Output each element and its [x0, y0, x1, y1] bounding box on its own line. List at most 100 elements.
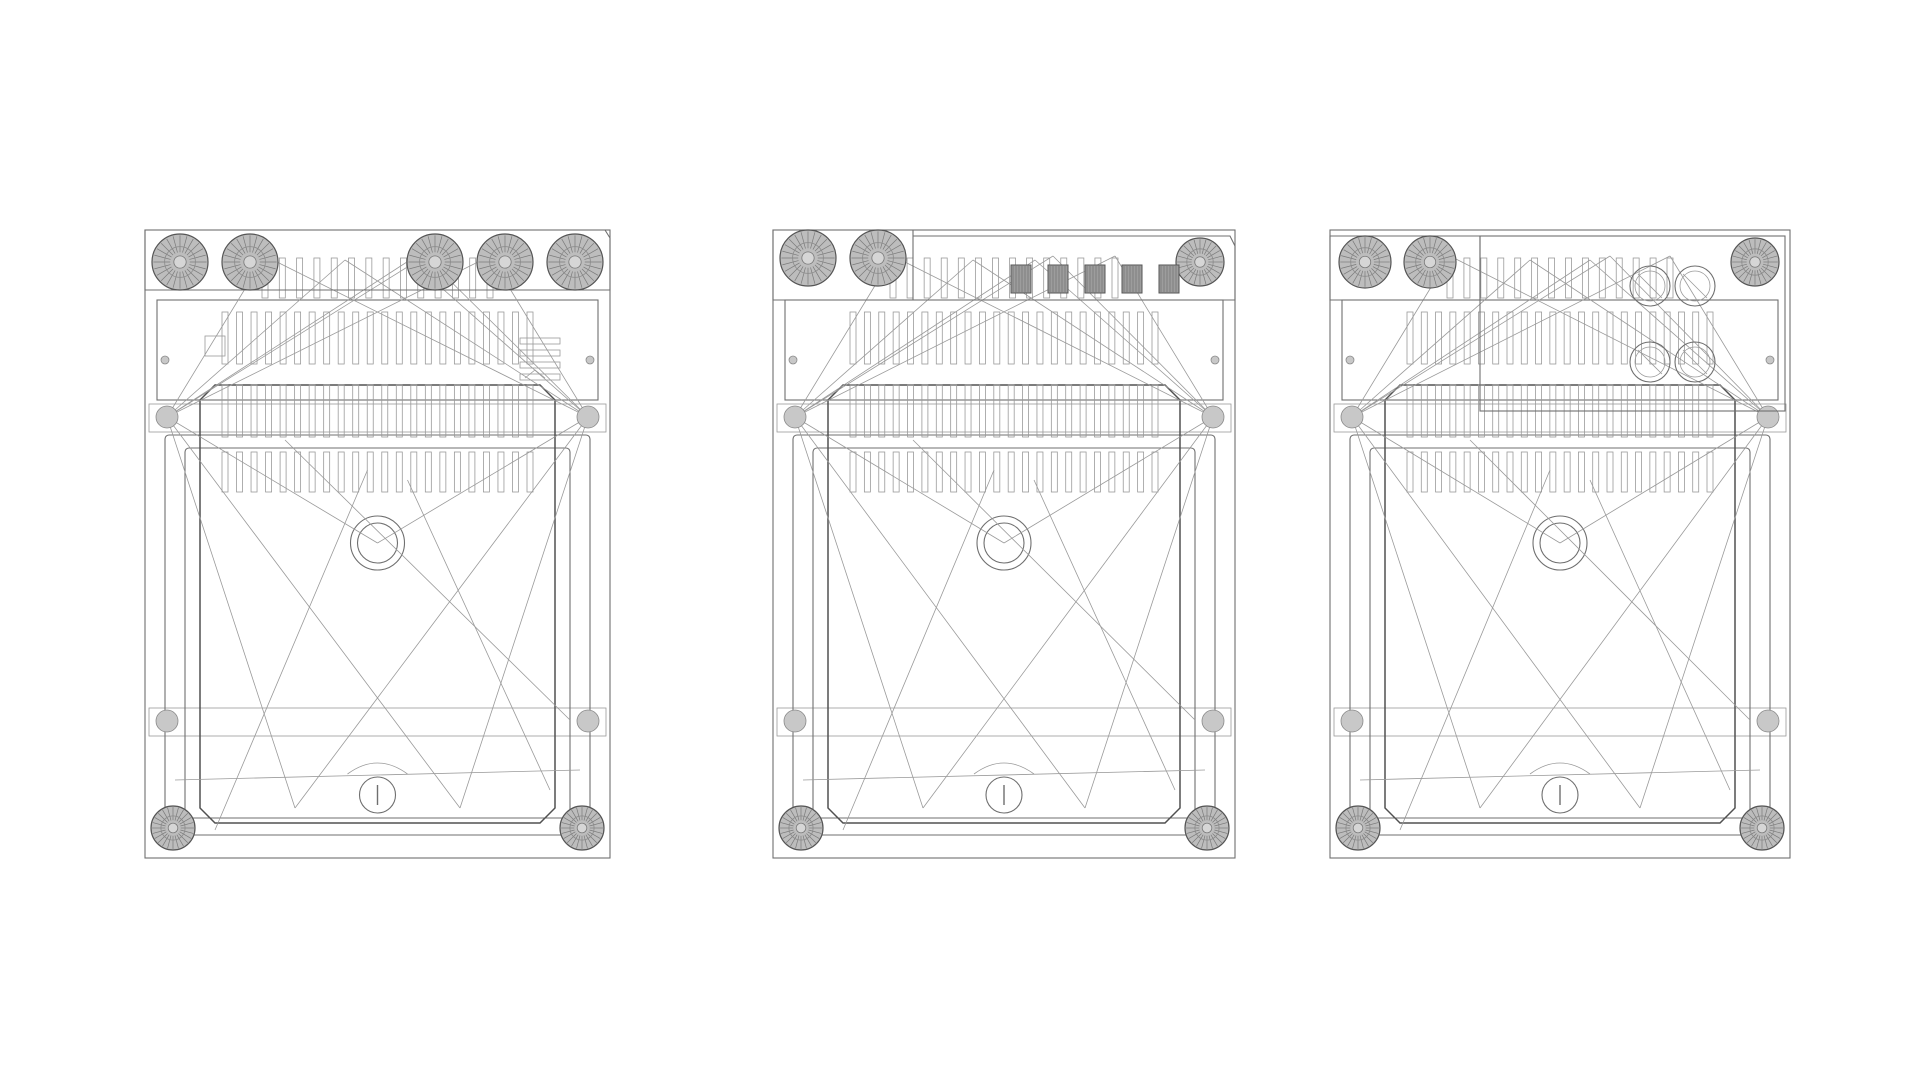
vent-slot	[1007, 451, 1015, 493]
vent-slot	[849, 311, 857, 365]
ring-inner	[1679, 346, 1711, 378]
center-ring-inner	[356, 522, 399, 564]
vent-slot	[1108, 384, 1116, 438]
vent-slot	[1036, 311, 1044, 365]
ring-cross	[1637, 349, 1663, 375]
vent-slot	[1463, 451, 1471, 493]
lower-rail	[148, 707, 607, 737]
wire-line	[1033, 479, 1176, 791]
top-slot	[906, 257, 914, 299]
hinge-dot	[576, 405, 600, 429]
top-slot	[974, 257, 982, 299]
vent-slot	[921, 384, 929, 438]
vent-slot	[1649, 451, 1657, 493]
vent-slot	[921, 311, 929, 365]
vent-slot	[892, 451, 900, 493]
right-top-panel	[913, 235, 1236, 301]
vent-slot	[366, 451, 374, 493]
vent-slot	[1065, 384, 1073, 438]
vent-slot	[323, 384, 331, 438]
wire-line	[1359, 769, 1761, 781]
wire-line	[912, 439, 1196, 721]
vent-slot	[1663, 311, 1671, 365]
right-panel	[1479, 235, 1786, 412]
center-ring-outer	[976, 515, 1032, 571]
vent-slot	[526, 451, 534, 493]
vent-slot	[1094, 384, 1101, 438]
vent-slot	[1506, 451, 1514, 493]
vent-slot	[1420, 311, 1428, 365]
vent-slot	[1435, 384, 1442, 438]
vent-slot	[1606, 451, 1614, 493]
center-ring-inner	[983, 522, 1025, 564]
burner-knob-icon	[476, 233, 534, 291]
foot-knob-icon	[1739, 805, 1785, 851]
top-slot	[1077, 257, 1085, 299]
vent-slot	[1079, 311, 1087, 365]
vent-slot	[1036, 451, 1044, 493]
foot-knob-icon	[1335, 805, 1381, 851]
vent-slot	[410, 451, 418, 493]
top-slot	[382, 257, 390, 299]
vent-slot	[294, 384, 302, 438]
top-slot	[940, 257, 948, 299]
vent-slot	[1692, 311, 1700, 365]
appliance-unit-1	[144, 229, 611, 859]
wire-line	[1052, 255, 1214, 418]
top-slot	[1615, 257, 1623, 299]
wire-line	[166, 259, 346, 418]
hinge-dot	[1201, 709, 1225, 733]
top-slot	[1480, 257, 1488, 299]
vent-slot	[366, 384, 374, 438]
vent-slot	[221, 384, 229, 438]
lower-rail	[776, 707, 1232, 737]
wire-line	[794, 259, 974, 418]
timer-dial	[358, 776, 397, 814]
vent-slot	[935, 451, 943, 493]
vent-slot	[1122, 384, 1130, 438]
vent-slot	[1635, 451, 1642, 493]
vent-slot	[221, 451, 229, 493]
center-ring-inner	[1539, 522, 1581, 564]
hinge-dot	[1756, 405, 1780, 429]
vent-slot	[395, 311, 403, 365]
foot-knob-icon	[559, 805, 605, 851]
vent-slot	[497, 384, 505, 438]
wire-line	[1351, 259, 1591, 418]
door-mid	[1369, 447, 1751, 819]
vent-slot	[1050, 311, 1058, 365]
wire-line	[1351, 255, 1671, 418]
vent-slot	[453, 384, 461, 438]
vent-slot	[1649, 311, 1657, 365]
hinge-dot	[783, 405, 807, 429]
wire-line	[1559, 416, 1769, 544]
hinge-dot	[1340, 405, 1364, 429]
vent-slot	[352, 384, 360, 438]
door-outer	[164, 434, 591, 836]
vent-slot	[1663, 451, 1671, 493]
vent-slot	[964, 384, 972, 438]
vent-slot	[439, 451, 447, 493]
vent-slot	[1449, 384, 1457, 438]
vent-slot	[1678, 451, 1685, 493]
hinge-dot	[155, 405, 179, 429]
ring-cross	[1682, 349, 1708, 375]
vent-slot	[1563, 311, 1571, 365]
vent-slot	[1549, 311, 1557, 365]
vent-slot	[294, 451, 302, 493]
top-slot	[957, 257, 965, 299]
ring-icon	[1674, 265, 1716, 307]
vent-slot	[993, 451, 1001, 493]
vent-slot	[337, 451, 345, 493]
vent-slot	[878, 311, 886, 365]
wire-line	[284, 439, 571, 721]
vent-slot	[1706, 451, 1714, 493]
vent-slot	[424, 451, 432, 493]
wire-line	[802, 769, 1206, 781]
wire-line	[166, 255, 426, 418]
rect-pad-icon	[1121, 264, 1143, 294]
ring-cross	[1682, 273, 1708, 299]
vent-slot	[1065, 451, 1073, 493]
top-slot	[330, 257, 338, 299]
wire-line	[1399, 469, 1551, 831]
